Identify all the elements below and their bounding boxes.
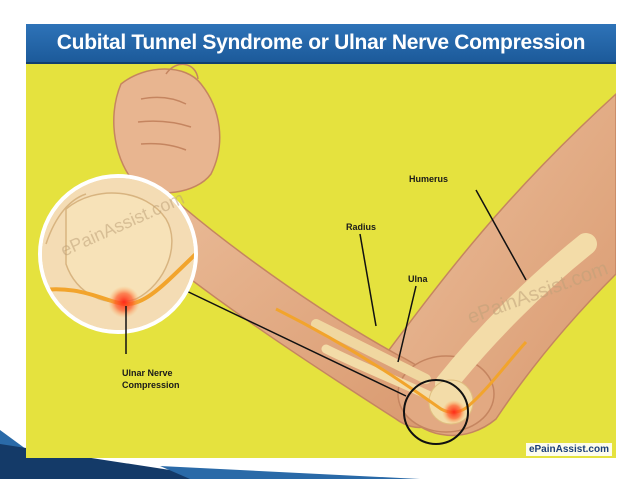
radius-bone (311, 319, 431, 384)
compression-label-line1: Ulnar Nerve (122, 368, 173, 378)
compression-glow (442, 400, 466, 424)
ulna-leader-line (397, 285, 417, 363)
ulna-bone (321, 344, 441, 404)
elbow-highlight-circle (403, 379, 469, 445)
site-credit[interactable]: ePainAssist.com (525, 443, 612, 456)
humerus-label: Humerus (409, 174, 449, 184)
slide-title: Cubital Tunnel Syndrome or Ulnar Nerve C… (26, 24, 616, 64)
humerus-bone (435, 233, 597, 395)
radius-leader-line (359, 233, 377, 327)
inset-connector-line (175, 285, 407, 397)
humerus-leader-line (475, 189, 527, 281)
slide-chevron-decoration (0, 430, 420, 479)
radius-label: Radius (346, 222, 377, 232)
ulna-label: Ulna (408, 274, 428, 284)
anatomy-illustration: Cubital Tunnel Syndrome or Ulnar Nerve C… (26, 24, 616, 458)
fist (113, 68, 221, 194)
arm-drawing (38, 63, 616, 445)
compression-label-line2: Compression (122, 380, 180, 390)
